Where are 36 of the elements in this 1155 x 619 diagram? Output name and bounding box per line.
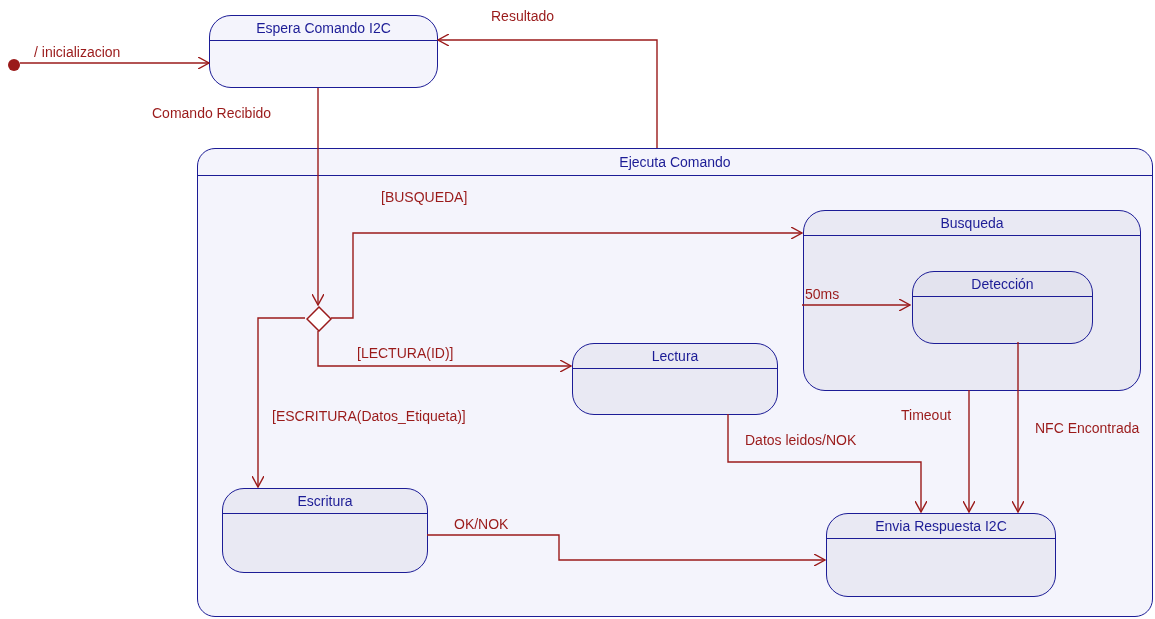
state-box (572, 343, 778, 415)
edge-label: Datos leidos/NOK (744, 432, 858, 448)
state-name: Detección (971, 276, 1034, 292)
edge-label: Comando Recibido (151, 105, 273, 121)
edge-label: OK/NOK (453, 516, 510, 532)
transition-arrow (962, 389, 976, 513)
state-box (222, 488, 428, 573)
edge-label: Timeout (900, 407, 953, 423)
edge-label: / inicializacion (33, 44, 122, 60)
transition-arrow (1011, 341, 1025, 513)
transition-arrow (437, 33, 658, 149)
composite-state (803, 210, 1141, 391)
state-box (209, 15, 438, 88)
edge-label: [BUSQUEDA] (380, 189, 469, 205)
transition-arrow (251, 317, 306, 488)
state-name: Busqueda (940, 215, 1004, 231)
transition-arrow (317, 330, 572, 373)
transition-arrow (311, 87, 325, 306)
transition-arrow (727, 413, 928, 513)
edge-label: [ESCRITURA(Datos_Etiqueta)] (271, 408, 467, 424)
transition-arrow (426, 534, 826, 567)
state-name: Espera Comando I2C (256, 20, 391, 36)
edge-label: NFC Encontrada (1034, 420, 1141, 436)
state-name: Ejecuta Comando (619, 154, 731, 170)
transition-arrow (330, 226, 803, 319)
state-name: Lectura (651, 348, 699, 364)
transition-arrow (801, 298, 911, 312)
composite-state (197, 148, 1153, 617)
edge-label: [LECTURA(ID)] (356, 345, 455, 361)
state-box (826, 513, 1056, 597)
edge-label: 50ms (804, 286, 841, 302)
edge-label: Resultado (490, 8, 556, 24)
state-name: Envia Respuesta I2C (875, 518, 1007, 534)
state-box (912, 271, 1093, 344)
state-name: Escritura (297, 493, 353, 509)
transition-arrow (19, 56, 210, 70)
